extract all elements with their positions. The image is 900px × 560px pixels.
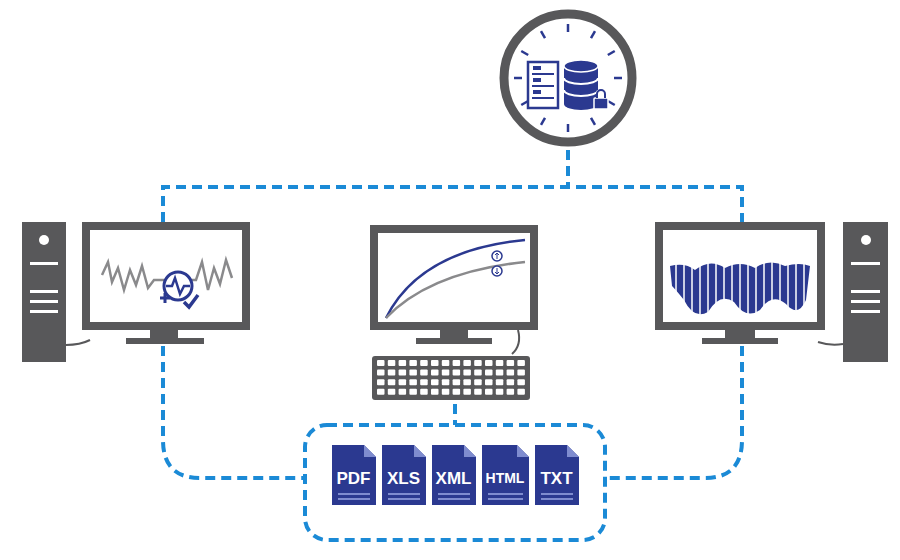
format-label: HTML <box>482 471 529 485</box>
file-format-icon: TXT <box>535 445 579 505</box>
file-format-icon: XLS <box>382 445 426 505</box>
format-label: PDF <box>332 470 376 487</box>
file-format-icon: PDF <box>332 445 376 505</box>
center-workstation <box>372 229 534 400</box>
archive-clock <box>504 14 632 142</box>
network-wires <box>163 150 742 540</box>
format-label: TXT <box>535 470 579 487</box>
file-format-icon: HTML <box>482 445 529 505</box>
file-format-icon: XML <box>432 445 476 505</box>
left-workstation <box>22 222 246 362</box>
format-label: XLS <box>382 470 426 487</box>
format-label: XML <box>432 470 476 487</box>
export-group-outline <box>305 425 605 540</box>
right-workstation <box>659 222 888 362</box>
